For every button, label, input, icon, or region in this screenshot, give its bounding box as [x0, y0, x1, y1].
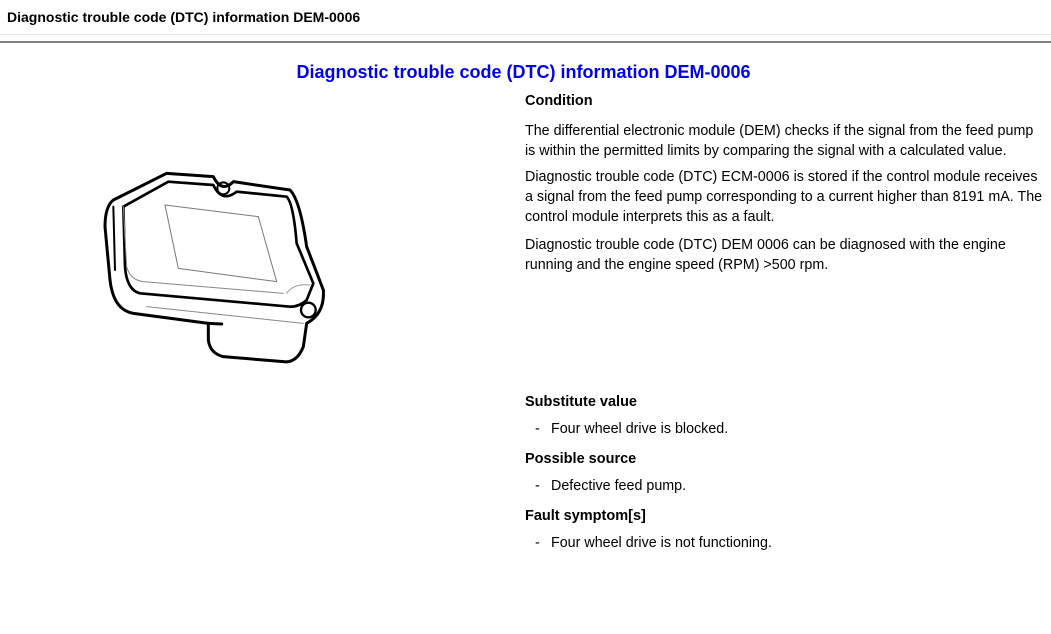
list-item-text: Four wheel drive is blocked. — [551, 421, 729, 437]
page-title-text: Diagnostic trouble code (DTC) informatio… — [296, 62, 751, 82]
condition-paragraph: Diagnostic trouble code (DTC) ECM-0006 i… — [525, 169, 1043, 225]
content-column: Condition The differential electronic mo… — [525, 91, 1045, 553]
list-item: -Four wheel drive is blocked. — [525, 419, 1045, 439]
window-title: Diagnostic trouble code (DTC) informatio… — [7, 9, 361, 25]
page-title: Diagnostic trouble code (DTC) informatio… — [0, 62, 1051, 83]
list-item-text: Defective feed pump. — [551, 478, 687, 494]
dem-module-illustration — [103, 171, 325, 364]
list-item: -Four wheel drive is not functioning. — [525, 533, 1045, 553]
header-divider — [0, 34, 1051, 35]
substitute-heading: Substitute value — [525, 394, 637, 410]
list-item-text: Four wheel drive is not functioning. — [551, 535, 772, 551]
condition-paragraph: The differential electronic module (DEM)… — [525, 123, 1034, 159]
source-heading: Possible source — [525, 451, 637, 467]
symptoms-heading: Fault symptom[s] — [525, 508, 646, 524]
list-item: -Defective feed pump. — [525, 476, 1045, 496]
bullet: - — [535, 421, 540, 437]
bullet: - — [535, 535, 540, 551]
header-rule — [0, 41, 1051, 43]
condition-paragraph: Diagnostic trouble code (DTC) DEM 0006 c… — [525, 237, 1006, 273]
bullet: - — [535, 478, 540, 494]
condition-heading: Condition — [525, 93, 593, 109]
